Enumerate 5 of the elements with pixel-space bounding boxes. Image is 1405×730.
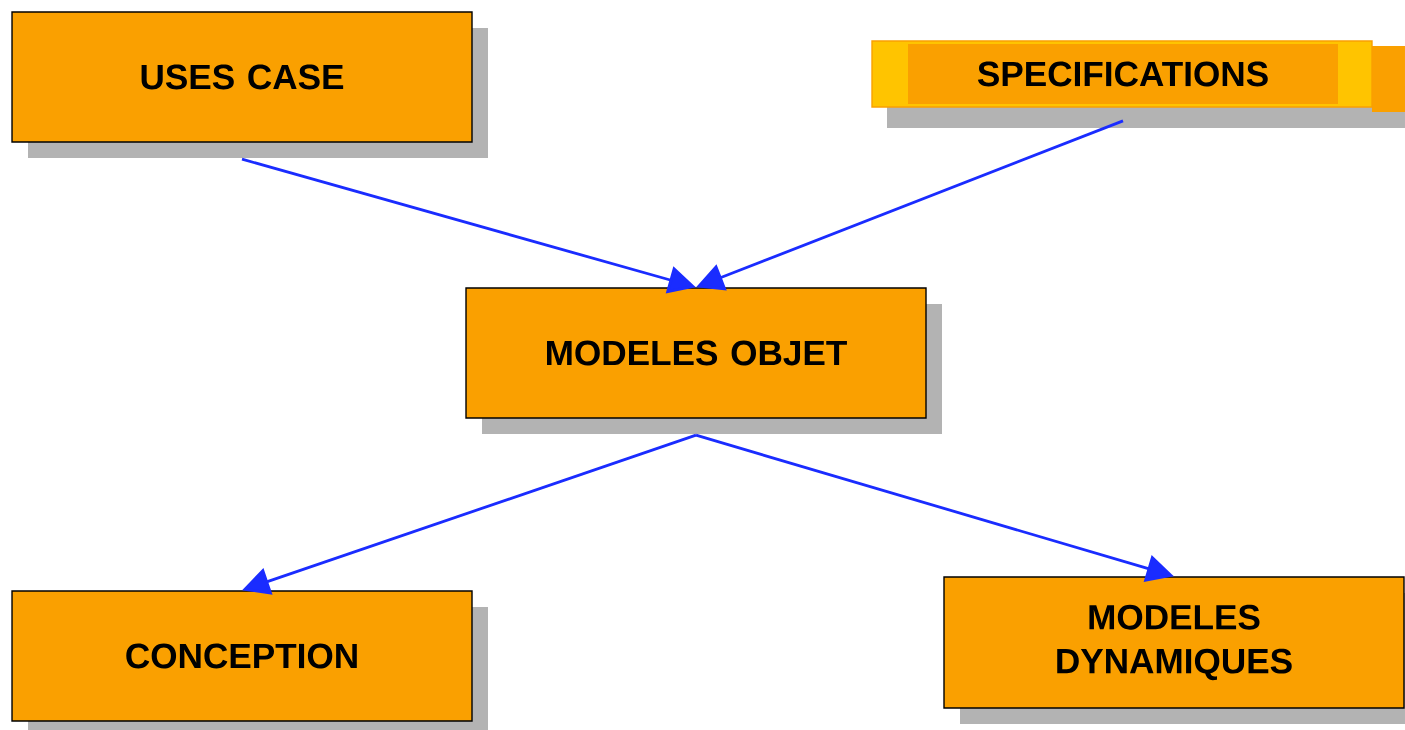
process-box: USES CASE [11,11,488,158]
process-box: MODELES OBJET [465,287,942,434]
process-box: CONCEPTION [11,590,488,730]
scroll-banner: SPECIFICATIONS [871,40,1405,128]
process-box: MODELES DYNAMIQUES [943,576,1405,724]
